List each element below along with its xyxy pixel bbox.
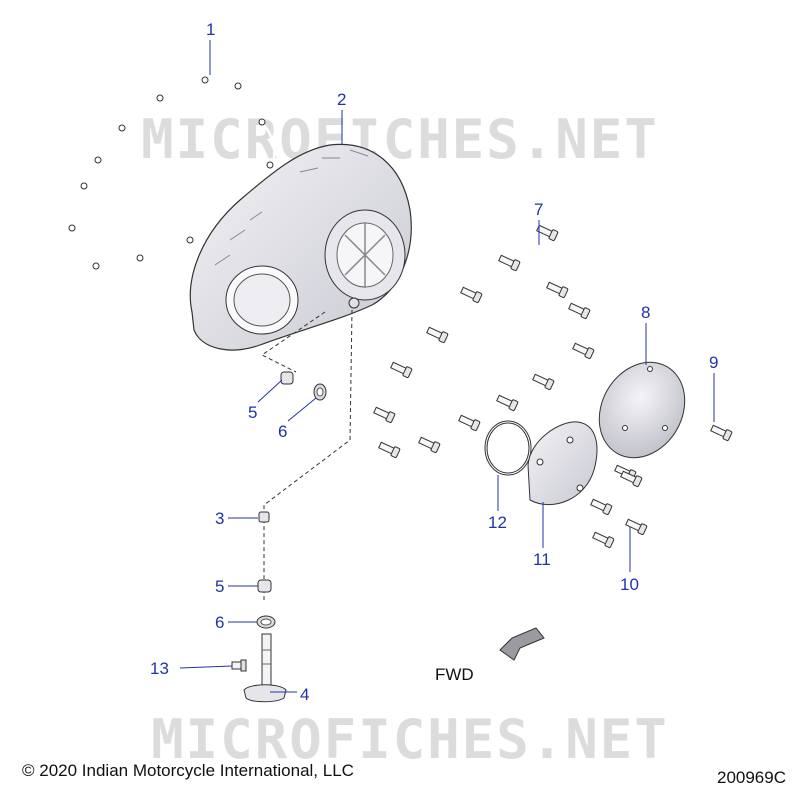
bolt xyxy=(536,224,559,241)
inspection-plate-part xyxy=(527,421,598,505)
dipstick-part xyxy=(243,633,287,703)
fwd-label: FWD xyxy=(435,665,474,684)
gasket-part xyxy=(67,76,276,270)
callout-9: 9 xyxy=(709,353,718,372)
dowel-upper-part xyxy=(280,371,294,385)
callout-1: 1 xyxy=(206,20,215,39)
plug-part xyxy=(258,511,270,523)
watermark-bottom: MICROFICHES.NET xyxy=(151,708,669,771)
bolt xyxy=(418,436,441,453)
bolt xyxy=(546,281,569,298)
bolt xyxy=(458,414,481,431)
assembly-lines xyxy=(261,309,353,600)
copyright-notice: © 2020 Indian Motorcycle International, … xyxy=(22,761,354,780)
derby-cover-part xyxy=(598,361,686,459)
callout-8: 8 xyxy=(641,303,650,322)
callout-6-upper: 6 xyxy=(278,422,287,441)
callout-13: 13 xyxy=(150,659,169,678)
primary-cover-part xyxy=(189,143,412,351)
bolt xyxy=(620,470,643,487)
bolt xyxy=(390,361,413,378)
callout-6-lower: 6 xyxy=(215,613,224,632)
bolt xyxy=(532,373,555,390)
dowel-lower-part xyxy=(257,579,272,593)
callout-4: 4 xyxy=(300,685,309,704)
bolt xyxy=(426,326,449,343)
watermark-top: MICROFICHES.NET xyxy=(141,108,659,171)
bolt xyxy=(592,531,615,548)
bolt xyxy=(496,394,519,411)
diagram-id: 200969C xyxy=(716,768,786,787)
bolt xyxy=(625,518,648,535)
oring-large-part xyxy=(484,420,532,476)
bolt xyxy=(373,406,396,423)
callout-5-upper: 5 xyxy=(248,403,257,422)
bolt xyxy=(710,424,733,441)
cover-bolts xyxy=(373,224,733,548)
bolt xyxy=(460,286,483,303)
bolt xyxy=(378,441,401,458)
oring-upper-part xyxy=(313,383,327,401)
bolt xyxy=(590,498,613,515)
callout-7: 7 xyxy=(534,200,543,219)
bolt xyxy=(498,254,521,271)
callouts: 1 2 3 4 5 6 5 6 7 8 9 10 11 12 13 xyxy=(150,20,718,704)
bolt xyxy=(572,342,595,359)
screw-13-part xyxy=(231,659,247,672)
callout-2: 2 xyxy=(337,90,346,109)
callout-12: 12 xyxy=(488,513,507,532)
callout-11: 11 xyxy=(533,550,551,569)
callout-5-lower: 5 xyxy=(215,577,224,596)
oring-lower-part xyxy=(256,615,276,629)
bolt xyxy=(568,302,591,319)
callout-3: 3 xyxy=(215,509,224,528)
callout-10: 10 xyxy=(620,575,639,594)
forward-arrow: FWD xyxy=(435,627,545,684)
